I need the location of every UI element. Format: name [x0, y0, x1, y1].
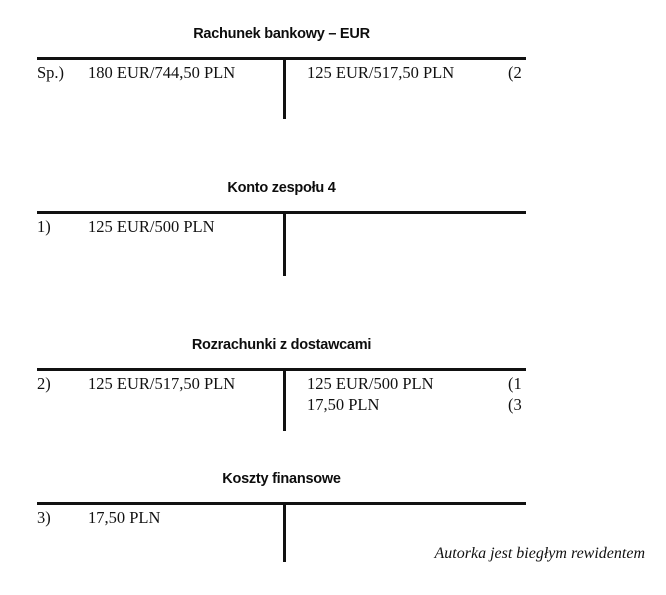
debit-entry-marker: 3) — [37, 508, 51, 527]
debit-entry-amount: 125 EUR/500 PLN — [88, 217, 215, 236]
credit-entry-amount: 17,50 PLN — [307, 395, 380, 414]
ledger-row: 1) 125 EUR/500 PLN — [0, 216, 666, 238]
debit-entry-amount: 125 EUR/517,50 PLN — [88, 374, 236, 393]
debit-entry-marker: Sp.) — [37, 63, 65, 82]
debit-entry-marker: 1) — [37, 217, 51, 236]
debit-entry-marker: 2) — [37, 374, 51, 393]
account-title: Koszty finansowe — [222, 471, 341, 487]
account-top-rule — [37, 502, 526, 506]
credit-entry-amount: 125 EUR/500 PLN — [307, 374, 434, 393]
account-title: Rachunek bankowy – EUR — [193, 26, 370, 42]
account-center-divider — [283, 57, 287, 119]
account-center-divider — [283, 368, 287, 431]
account-top-rule — [37, 368, 526, 372]
account-top-rule — [37, 211, 526, 215]
credit-entry-amount: 125 EUR/517,50 PLN — [307, 63, 455, 82]
account-top-rule — [37, 57, 526, 61]
ledger-row: 2) 125 EUR/517,50 PLN 125 EUR/500 PLN (1 — [0, 373, 666, 395]
author-note: Autorka jest biegłym rewidentem — [434, 545, 645, 562]
account-center-divider — [283, 502, 287, 562]
debit-entry-amount: 17,50 PLN — [88, 508, 161, 527]
account-title: Rozrachunki z dostawcami — [191, 337, 372, 353]
credit-entry-marker: (2 — [508, 63, 522, 82]
account-title: Konto zespołu 4 — [227, 180, 336, 196]
ledger-row: Sp.) 180 EUR/744,50 PLN 125 EUR/517,50 P… — [0, 62, 666, 84]
ledger-row: 3) 17,50 PLN — [0, 507, 666, 529]
debit-entry-amount: 180 EUR/744,50 PLN — [88, 63, 236, 82]
account-center-divider — [283, 211, 287, 276]
ledger-row: 17,50 PLN (3 — [0, 394, 666, 416]
credit-entry-marker: (1 — [508, 374, 522, 393]
credit-entry-marker: (3 — [508, 395, 522, 414]
